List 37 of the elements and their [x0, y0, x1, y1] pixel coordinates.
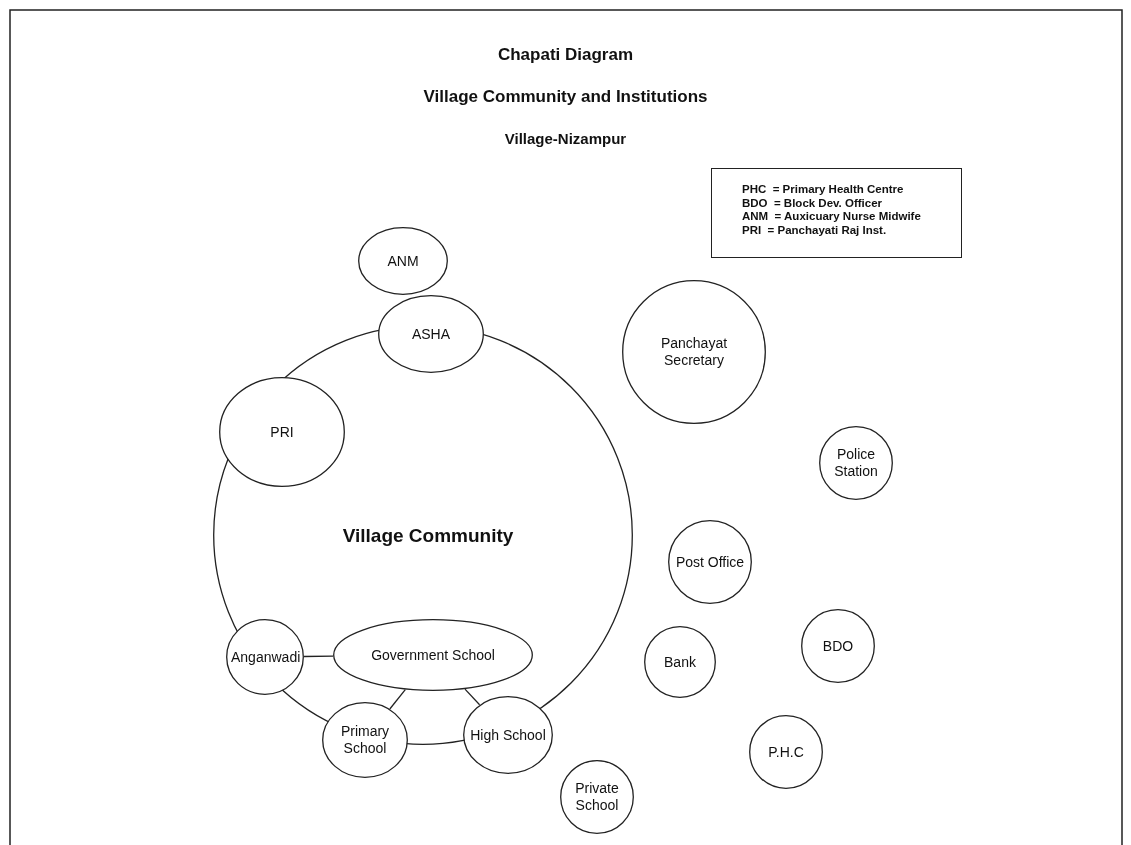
key-entry: ANM = Auxicuary Nurse Midwife — [742, 210, 922, 224]
node-label: P.H.C — [768, 743, 804, 761]
connector-line — [464, 688, 481, 706]
circle-node — [560, 760, 634, 834]
village-name: Village-Nizampur — [503, 130, 628, 147]
node-label: Post Office — [675, 553, 745, 571]
ellipse-node — [463, 696, 553, 774]
node-label: Government School — [371, 646, 495, 664]
circle-node — [622, 280, 766, 424]
ellipse-node — [333, 619, 533, 691]
node-label: Police Station — [833, 446, 879, 480]
diagram-title: Chapati Diagram — [496, 45, 635, 65]
node-label: Bank — [664, 653, 696, 671]
node-label: Anganwadi — [231, 648, 299, 666]
ellipse-node — [358, 227, 448, 295]
node-label: ANM — [387, 252, 419, 270]
circle-node — [749, 715, 823, 789]
connector-line — [389, 688, 406, 710]
node-label: High School — [470, 726, 546, 744]
circle-node — [819, 426, 893, 500]
key-entry: PHC = Primary Health Centre — [742, 183, 905, 197]
ellipse-node — [322, 702, 408, 778]
node-label: Panchayat Secretary — [659, 335, 729, 369]
node-label: ASHA — [411, 325, 451, 343]
circle-node — [644, 626, 716, 698]
node-label: Primary School — [339, 723, 391, 757]
diagram-subtitle: Village Community and Institutions — [422, 87, 709, 107]
node-label: BDO — [822, 637, 854, 655]
circle-node — [668, 520, 752, 604]
node-label: Village Community — [342, 526, 514, 544]
node-label: Private School — [574, 780, 620, 814]
key-entry: BDO = Block Dev. Officer — [742, 196, 884, 210]
ellipse-node — [378, 295, 484, 373]
key-entry: PRI = Panchayati Raj Inst. — [742, 223, 888, 237]
circle-node — [801, 609, 875, 683]
connector-line — [303, 655, 334, 658]
node-label: PRI — [270, 423, 294, 441]
